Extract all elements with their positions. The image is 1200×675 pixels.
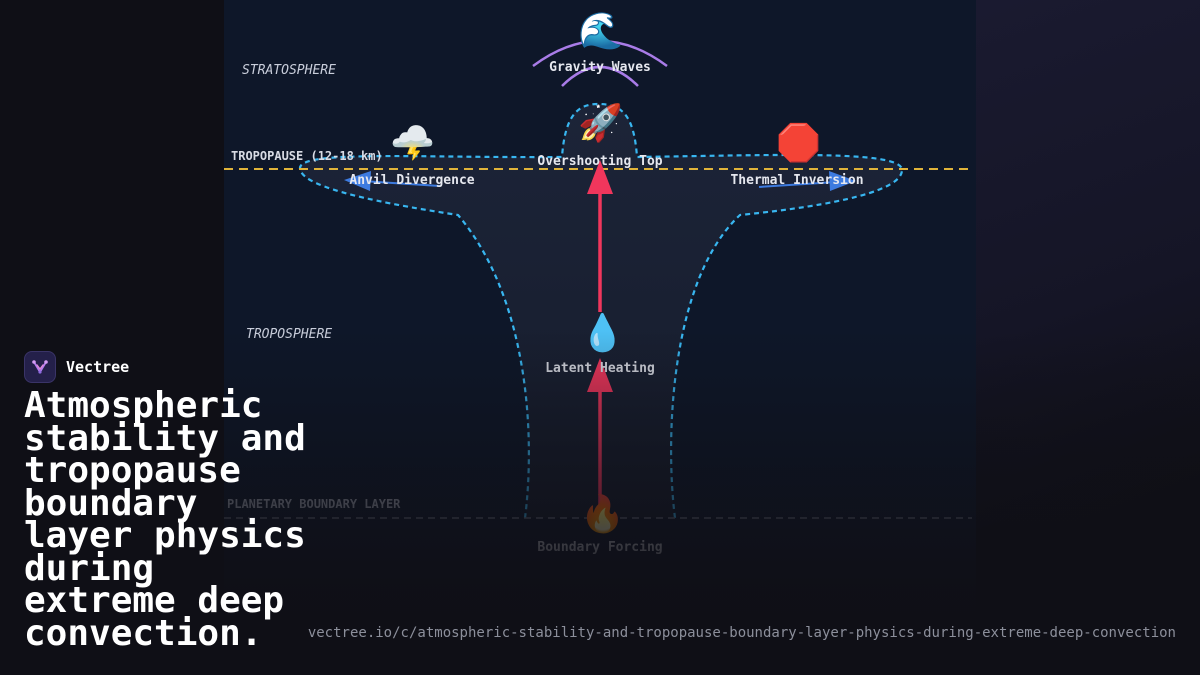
brand[interactable]: Vectree [24, 350, 129, 384]
updraft-arrow-upper [587, 160, 613, 194]
divergence-arrow-left [344, 171, 371, 191]
divergence-line-left [361, 180, 441, 187]
fire-icon: 🔥 [580, 494, 625, 535]
stratosphere-label: STRATOSPHERE [242, 63, 336, 78]
page-url[interactable]: vectree.io/c/atmospheric-stability-and-t… [307, 625, 1176, 641]
thermal-inversion-label: Thermal Inversion [730, 173, 864, 188]
gravity-wave-arc-inner [561, 65, 639, 87]
latent-heating-label: Latent Heating [545, 361, 655, 376]
thunder-cloud-icon: 🌩️ [390, 123, 435, 164]
gravity-wave-arc-outer [532, 39, 668, 68]
droplet-icon: 💧 [580, 313, 625, 354]
divergence-line-right [758, 181, 837, 188]
divergence-arrow-right [829, 171, 856, 191]
anvil-divergence-label: Anvil Divergence [349, 173, 475, 188]
overshooting-top-label: Overshooting Top [537, 154, 663, 169]
water-wave-icon: 🌊 [578, 11, 623, 52]
stop-sign-icon: 🛑 [776, 123, 821, 164]
gravity-waves-label: Gravity Waves [549, 60, 651, 75]
vectree-logo-icon [24, 351, 56, 383]
brand-name: Vectree [66, 358, 130, 376]
boundary-forcing-label: Boundary Forcing [537, 540, 663, 555]
rocket-icon: 🚀 [578, 103, 623, 144]
troposphere-label: TROPOSPHERE [246, 327, 333, 342]
tropopause-label: TROPOPAUSE (12-18 km) [231, 149, 383, 163]
page-title: Atmospheric stability and tropopause bou… [24, 385, 306, 654]
